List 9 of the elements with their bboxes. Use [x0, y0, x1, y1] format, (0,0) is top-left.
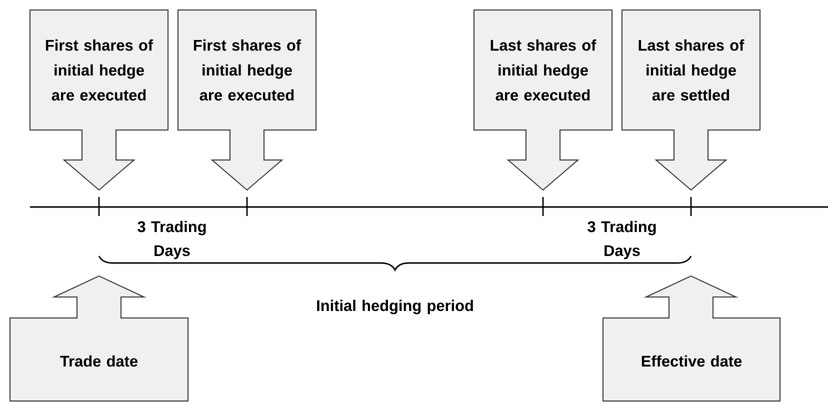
timeline-label: 3 Trading Days [588, 220, 656, 260]
callout-arrow-box: First shares of initial hedge are executed [30, 10, 168, 191]
timeline-label: 3 Trading Days [138, 220, 206, 260]
callout-arrow-box: Effective date [602, 275, 780, 402]
callout-arrow-box: Last shares of initial hedge are settled [622, 10, 760, 191]
callout-arrow-box: Last shares of initial hedge are executed [474, 10, 612, 191]
callout-arrow-box: Trade date [10, 275, 188, 402]
timeline-label: Initial hedging period [317, 300, 473, 314]
callout-arrow-box: First shares of initial hedge are executed [178, 10, 316, 191]
